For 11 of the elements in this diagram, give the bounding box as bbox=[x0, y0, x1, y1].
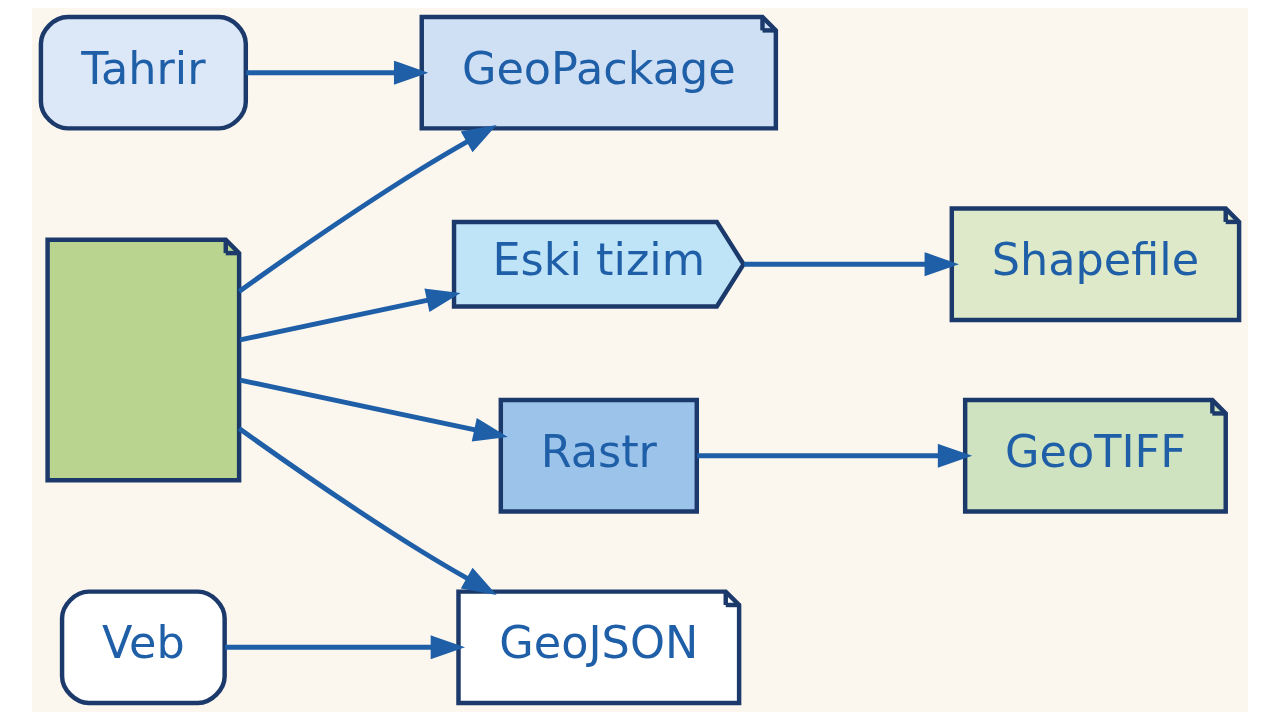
arrow bbox=[697, 443, 973, 468]
arrow bbox=[237, 426, 497, 595]
arrow bbox=[744, 252, 959, 277]
arrow bbox=[225, 635, 466, 660]
arrow bbox=[237, 125, 497, 294]
node-box: Tahrir bbox=[38, 14, 249, 131]
arrow bbox=[239, 288, 461, 343]
node-box: Veb bbox=[59, 589, 227, 706]
arrow bbox=[239, 377, 508, 442]
arrow bbox=[246, 60, 429, 85]
node-box: Rastr bbox=[498, 397, 699, 514]
